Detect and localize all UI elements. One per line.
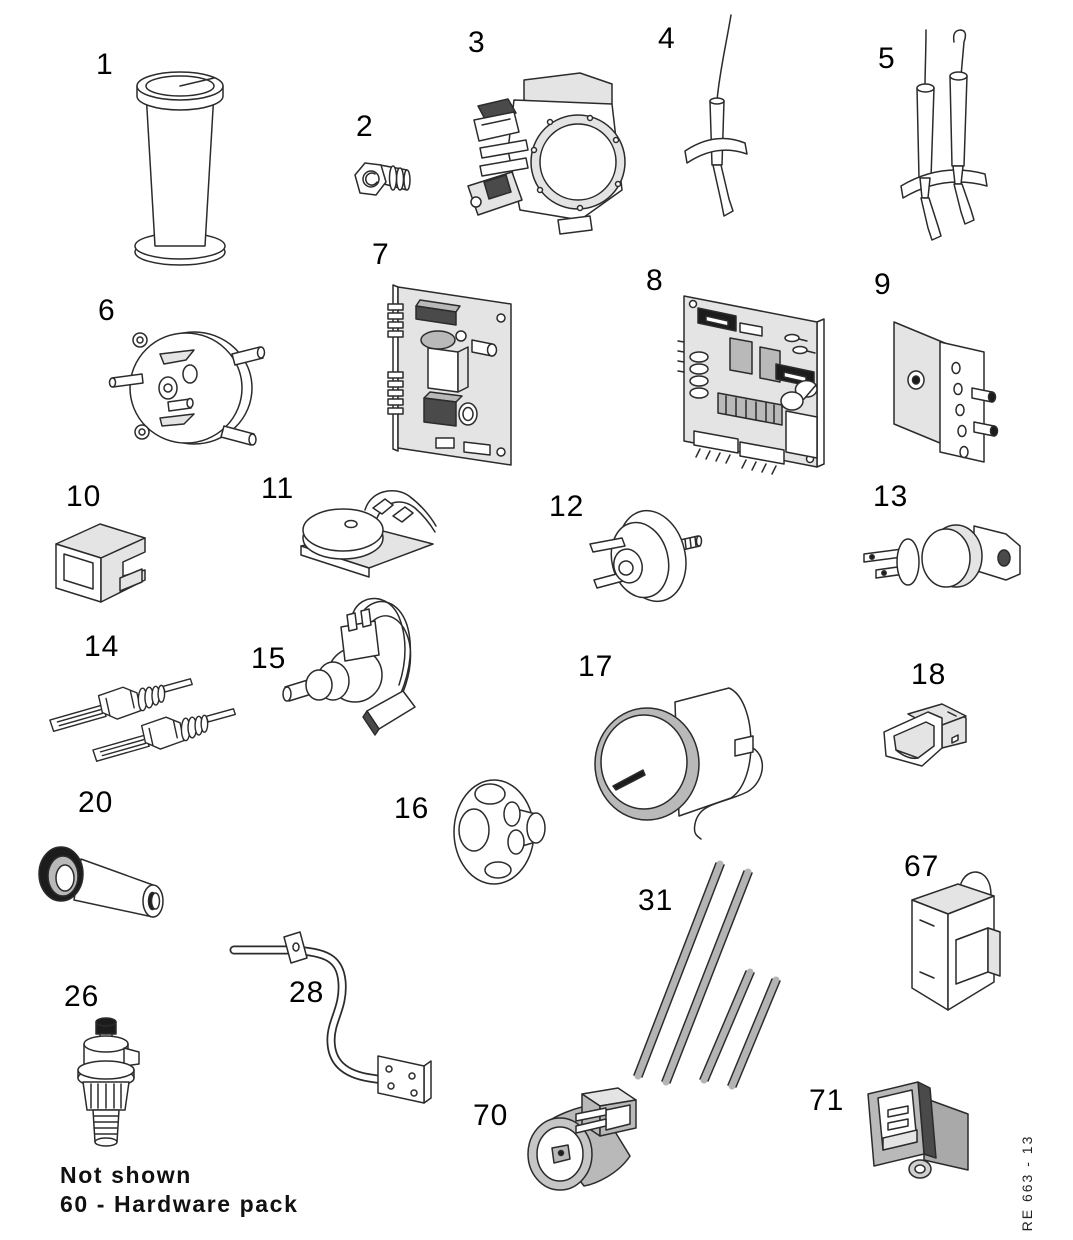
injector-illustration <box>354 162 411 196</box>
part-17-pressure-gauge: 17 <box>576 652 771 842</box>
part-number: 15 <box>251 642 287 675</box>
solenoid-coil-illustration <box>527 1087 637 1191</box>
part-1-burner-tube: 1 <box>90 48 230 268</box>
part-number: 9 <box>874 268 892 301</box>
pressure-switch-illustration <box>108 331 266 446</box>
footnote-hardware-pack: 60 - Hardware pack <box>60 1191 299 1218</box>
burner-tube-illustration <box>134 71 226 266</box>
part-number: 5 <box>878 42 896 75</box>
temperature-probes-illustration <box>49 678 237 762</box>
ignition-electrode-illustration <box>684 14 748 217</box>
part-16-flange-disc: 16 <box>392 770 552 890</box>
part-number: 17 <box>578 650 614 683</box>
housing-box-illustration <box>911 871 1001 1011</box>
part-2-injector: 2 <box>348 112 418 212</box>
pressure-gauge-illustration <box>594 687 764 840</box>
part-number: 13 <box>873 480 909 513</box>
sleeve-tube-illustration <box>38 846 164 918</box>
limit-thermostat-illustration <box>863 524 1021 588</box>
part-number: 11 <box>261 472 295 505</box>
part-67-housing-box: 67 <box>896 848 1008 1018</box>
sensor-with-leads-illustration <box>282 597 416 736</box>
flange-disc-illustration <box>453 779 546 885</box>
part-number: 14 <box>84 630 120 663</box>
part-number: 28 <box>289 976 325 1009</box>
terminal-bracket-illustration <box>893 321 999 463</box>
part-number: 18 <box>911 658 947 691</box>
electrode-pair-illustration <box>900 29 988 241</box>
part-number: 10 <box>66 480 102 513</box>
part-number: 7 <box>372 238 390 271</box>
part-number: 26 <box>64 980 100 1013</box>
part-number: 20 <box>78 786 114 819</box>
rocker-switch-illustration <box>883 703 967 767</box>
part-number: 71 <box>809 1084 845 1117</box>
part-number: 16 <box>394 792 430 825</box>
part-12-thermostat-disc: 12 <box>546 492 711 617</box>
part-number: 6 <box>98 294 116 327</box>
part-28-pipe-assembly: 28 <box>226 926 436 1106</box>
pipe-assembly-illustration <box>229 931 432 1104</box>
sensor-disc-illustration <box>300 490 437 578</box>
part-71-connector-block: 71 <box>806 1072 974 1187</box>
part-31-rod-set: 31 <box>626 844 784 1092</box>
part-number: 3 <box>468 26 486 59</box>
part-6-pressure-switch: 6 <box>96 296 271 461</box>
part-14-temperature-probes: 14 <box>46 632 241 764</box>
part-3-gas-valve: 3 <box>460 28 645 238</box>
part-number: 2 <box>356 110 374 143</box>
part-11-sensor-disc: 11 <box>258 474 440 580</box>
air-vent-valve-illustration <box>77 1017 140 1147</box>
part-number: 67 <box>904 850 940 883</box>
part-70-solenoid-coil: 70 <box>470 1082 645 1197</box>
part-4-ignition-electrode: 4 <box>655 10 755 225</box>
part-13-limit-thermostat: 13 <box>856 482 1026 607</box>
part-10-mounting-block: 10 <box>46 482 158 604</box>
part-20-sleeve-tube: 20 <box>32 788 182 928</box>
circuit-board-illustration <box>387 284 512 466</box>
part-18-rocker-switch: 18 <box>876 660 976 784</box>
part-5-electrode-pair: 5 <box>875 22 995 254</box>
part-number: 4 <box>658 22 676 55</box>
part-number: 12 <box>549 490 585 523</box>
rod-set-illustration <box>633 860 781 1090</box>
gas-valve-illustration <box>467 72 626 235</box>
mounting-block-illustration <box>55 523 146 603</box>
part-9-terminal-bracket: 9 <box>872 270 1002 467</box>
part-7-circuit-board: 7 <box>370 240 525 472</box>
footnote-not-shown: Not shown <box>60 1162 192 1188</box>
part-15-sensor-with-leads: 15 <box>250 590 418 752</box>
reference-code: RE 663 - 13 <box>1019 1134 1035 1232</box>
part-8-control-board: 8 <box>644 266 836 480</box>
part-number: 1 <box>96 48 114 81</box>
part-number: 70 <box>473 1099 509 1132</box>
control-board-illustration <box>677 295 825 475</box>
part-number: 31 <box>638 884 674 917</box>
footnote: Not shown 60 - Hardware pack <box>60 1161 298 1220</box>
part-number: 8 <box>646 264 664 297</box>
connector-block-illustration <box>867 1081 969 1179</box>
part-26-air-vent-valve: 26 <box>56 982 161 1162</box>
thermostat-disc-illustration <box>589 509 703 603</box>
